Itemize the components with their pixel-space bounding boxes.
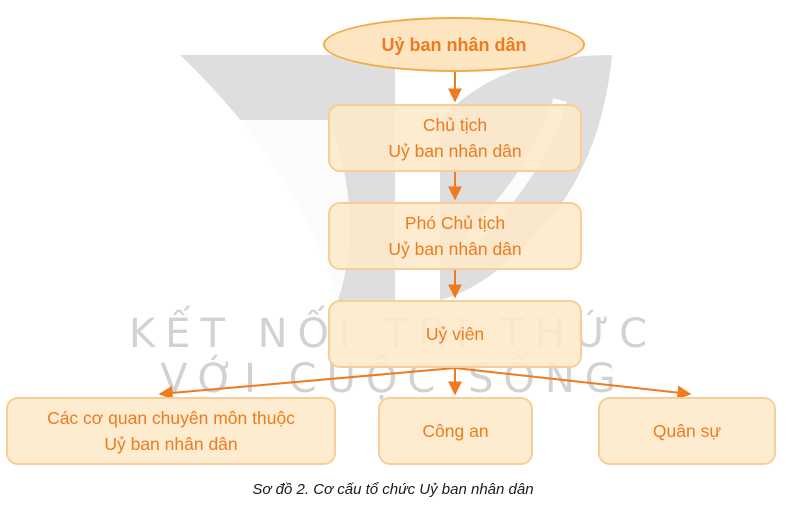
- node-people-committee: Uỷ ban nhân dân: [323, 17, 585, 72]
- node-chairman-line-1: Chủ tịch: [422, 115, 488, 135]
- node-members: Uỷ viên: [328, 300, 582, 368]
- node-departments-line-2: Uỷ ban nhân dân: [104, 434, 238, 454]
- node-vice-chairman-line-1: Phó Chủ tịch: [404, 213, 506, 233]
- arrow-members-to-military: [454, 367, 692, 400]
- node-people-committee-label: Uỷ ban nhân dân: [381, 34, 527, 55]
- arrow-members-to-departments: [158, 367, 456, 400]
- node-vice-chairman-line-2: Uỷ ban nhân dân: [388, 239, 522, 259]
- node-military-label: Quân sự: [652, 421, 722, 441]
- node-vice-chairman: Phó Chủ tịch Uỷ ban nhân dân: [328, 202, 582, 270]
- diagram-caption: Sơ đồ 2. Cơ cấu tổ chức Uỷ ban nhân dân: [252, 481, 534, 498]
- node-members-label: Uỷ viên: [425, 324, 485, 344]
- node-chairman-line-2: Uỷ ban nhân dân: [388, 141, 522, 161]
- node-chairman: Chủ tịch Uỷ ban nhân dân: [328, 104, 582, 172]
- node-departments: Các cơ quan chuyên môn thuộc Uỷ ban nhân…: [6, 397, 336, 465]
- node-police-label: Công an: [422, 421, 489, 441]
- node-military: Quân sự: [598, 397, 776, 465]
- node-departments-line-1: Các cơ quan chuyên môn thuộc: [47, 408, 295, 428]
- node-police: Công an: [378, 397, 533, 465]
